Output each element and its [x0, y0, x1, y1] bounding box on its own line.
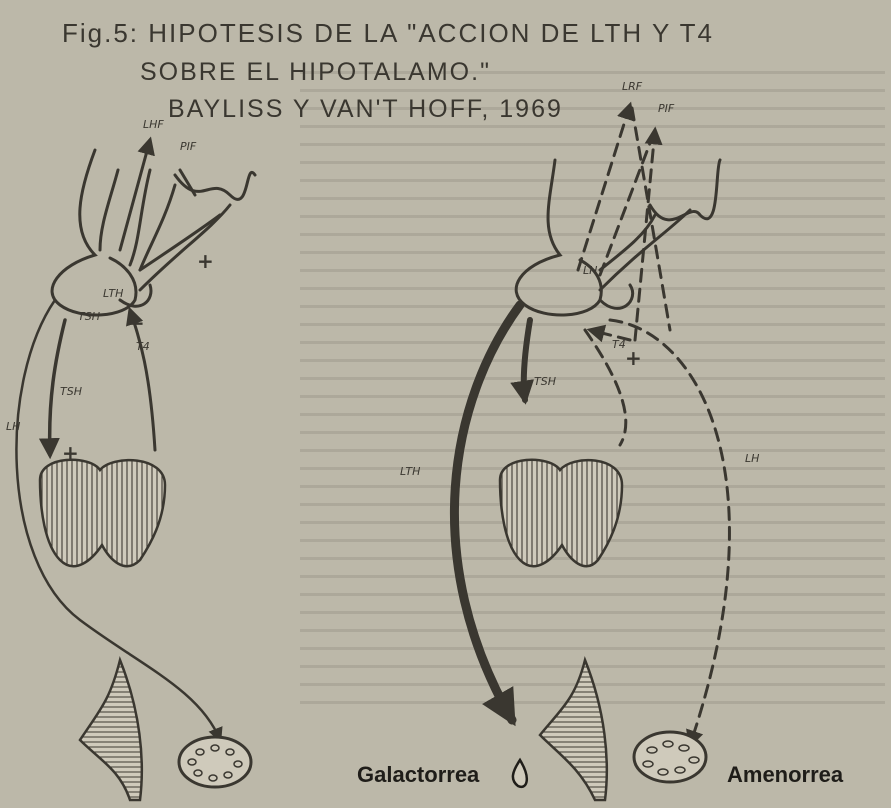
left-label-tsh-arrow: TSH [60, 385, 82, 398]
left-label-pif: PIF [180, 140, 197, 153]
right-label-lrf: LRF [622, 80, 643, 93]
left-label-lth: LTH [103, 287, 123, 300]
right-label-lh-long: LH [745, 452, 759, 465]
left-label-plus2: + [62, 441, 79, 465]
right-ovary [634, 732, 706, 782]
right-lh-dashed-arrow [610, 320, 729, 745]
right-tsh-arrow [524, 320, 530, 400]
left-ovary [179, 737, 251, 787]
left-label-tsh-top: TSH [78, 310, 100, 323]
milk-drop-icon [513, 760, 527, 787]
caption-amenorrea: Amenorrea [727, 762, 843, 788]
caption-galactorrea: Galactorrea [357, 762, 479, 788]
right-label-t4: T4 [612, 338, 626, 351]
right-axon-wave [650, 160, 720, 220]
right-label-pif: PIF [658, 102, 675, 115]
left-thyroid [40, 460, 165, 566]
left-diagram [16, 140, 255, 740]
left-axon-wave [175, 172, 255, 199]
right-lrf-dashed-arrow [578, 105, 630, 270]
right-hypothalamus-outline [516, 160, 601, 315]
left-label-lhf: LHF [143, 118, 164, 131]
right-label-tsh: TSH [534, 375, 556, 388]
right-label-lh: LH [583, 264, 597, 277]
left-label-minus: − [128, 311, 145, 335]
right-breast [540, 660, 607, 800]
left-label-plus1: + [197, 249, 214, 273]
right-label-plus: + [625, 346, 642, 370]
right-thyroid [500, 460, 622, 566]
left-label-lh: LH [6, 420, 20, 433]
right-label-lth: LTH [400, 465, 420, 478]
right-dashed-paths [578, 105, 729, 745]
left-label-t4: T4 [136, 340, 150, 353]
left-breast [80, 660, 142, 800]
